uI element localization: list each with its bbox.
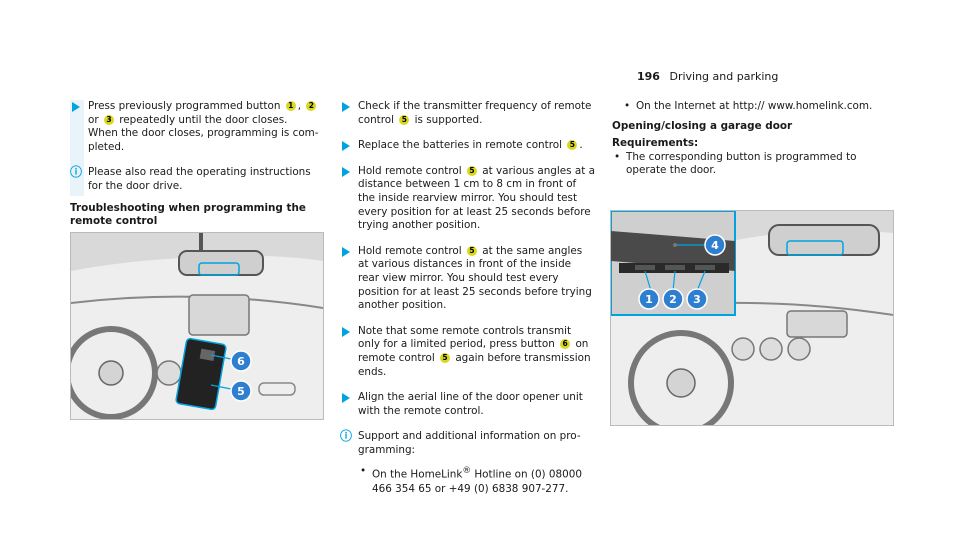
ref-5: 5 [567,140,578,151]
callout-label-1: 1 [645,293,653,306]
text: Check if the transmitter frequency of re… [358,100,592,126]
page-header: 196 Driving and parking [637,70,778,83]
column-3: On the Internet at http:// www.homelink.… [612,100,892,184]
section-heading: Opening/closing a garage door [612,119,793,132]
ref-5: 5 [466,165,477,176]
callout-4 [704,234,726,256]
column-2: Check if the transmitter frequency of re… [340,100,595,502]
info-text: Please also read the operating instructi… [88,166,311,192]
text: Hotline on (0) 08000 466 354 65 or +49 (… [372,468,582,495]
ref-1: 1 [285,101,296,111]
text: Replace the batteries in remote control [358,139,566,152]
figure-remote-control: 6 5 [70,232,324,420]
ref-5: 5 [399,114,410,125]
step-align-aerial: Align the aerial line of the door opener… [340,391,595,418]
ref-6: 6 [560,339,571,350]
bullet-internet: On the Internet at http:// www.homelink.… [622,100,892,114]
text: The corresponding button is programmed t… [626,150,857,177]
info-support: ⓘ Support and additional information on … [340,430,595,457]
callout-label-3: 3 [693,293,701,306]
section-heading: Troubleshooting when programming the rem… [70,201,306,228]
text: Note that some remote controls transmit … [358,324,572,351]
text: again before transmission ends. [358,351,591,378]
text: on remote control [358,338,589,364]
step-bar [70,100,84,196]
callout-5 [230,380,252,402]
callout-6 [230,350,252,372]
step-hold-angles: Hold remote control 5 at various angles … [340,165,595,233]
ref-2: 2 [306,101,317,111]
text: at the same angles at various distances … [358,244,592,312]
text: On the Internet at http:// www.homelink.… [636,100,873,112]
section-title: Driving and parking [669,70,779,83]
text: . [579,139,583,152]
callout-label-6: 6 [237,355,245,368]
callout-label-5: 5 [237,385,245,398]
step-replace-batteries: Replace the batteries in remote control … [340,139,595,153]
ref-5: 5 [466,245,477,256]
info-icon: ⓘ [70,165,83,180]
text: Hold remote control [358,244,465,257]
info-note: ⓘ Please also read the operating instruc… [70,166,320,193]
text: Hold remote control [358,164,465,177]
bullet-hotline: On the HomeLink® Hotline on (0) 08000 46… [358,465,595,496]
text: at various angles at a distance between … [358,164,596,232]
requirement-item: The corresponding button is programmed t… [612,151,892,178]
dashboard-illustration: 6 5 [71,233,323,419]
ref-5: 5 [440,352,451,363]
column-1: Press previously programmed button 1, 2 … [70,100,320,231]
step-hold-distances: Hold remote control 5 at the same angles… [340,245,595,313]
callout-3 [686,288,708,310]
callout-1 [638,288,660,310]
mirror-buttons-illustration: 4 1 2 3 [611,211,893,425]
text: Press previously programmed button [88,100,284,112]
callout-2 [662,288,684,310]
text: On the HomeLink [372,468,463,481]
requirements-label: Requirements: [612,137,699,150]
step-press-button: Press previously programmed button 1, 2 … [70,100,320,154]
ref-3: 3 [103,114,114,125]
info-icon: ⓘ [340,429,353,444]
callout-label-2: 2 [669,293,677,306]
step-limited-transmit: Note that some remote controls transmit … [340,325,595,379]
text: , [297,100,305,112]
text: is supported. [411,113,483,126]
callout-label-4: 4 [711,239,719,252]
text: repeatedly until the door closes. When t… [88,113,319,153]
step-check-frequency: Check if the transmitter frequency of re… [340,100,595,127]
page-number: 196 [637,70,660,83]
text: Align the aerial line of the door opener… [358,391,583,417]
registered-mark: ® [462,466,472,477]
info-text: Support and additional information on pr… [358,430,581,456]
figure-garage-buttons: 4 1 2 3 [610,210,894,426]
text: or [88,113,102,126]
